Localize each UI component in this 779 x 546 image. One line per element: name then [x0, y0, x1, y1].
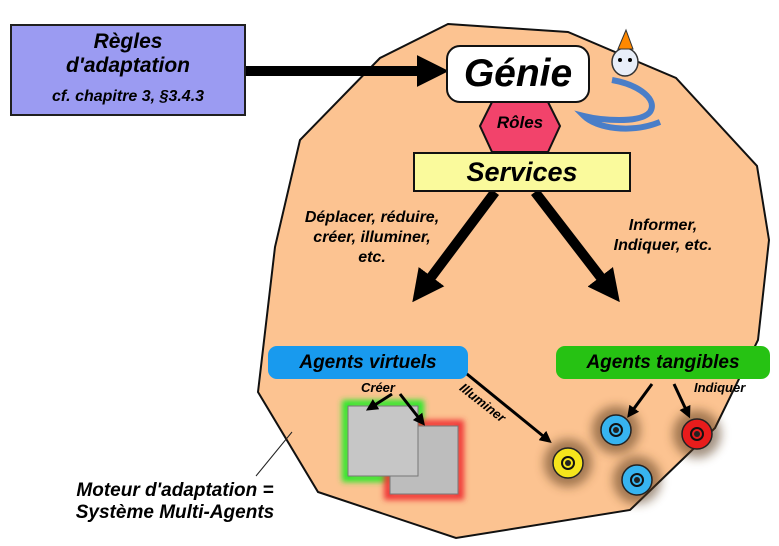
genie-mascot-icon [574, 28, 662, 132]
arrow-to-virtual-agents [412, 189, 499, 303]
create-arrow-1 [365, 392, 393, 411]
services-label: Services [466, 156, 578, 187]
virtual-agents-label: Agents virtuels [299, 351, 437, 373]
roles-label: Rôles [496, 113, 544, 132]
genie-box: Génie [446, 45, 590, 103]
rules-title-line2: d'adaptation [66, 54, 190, 77]
rules-reference: cf. chapitre 3, §3.4.3 [51, 88, 205, 105]
engine-caption: Moteur d'adaptation = Système Multi-Agen… [40, 480, 310, 524]
tangible-agents-box: Agents tangibles [556, 346, 770, 379]
caption-leader-line [255, 431, 293, 477]
caption-line2: Système Multi-Agents [75, 502, 275, 523]
rules-title-line1: Règles [93, 30, 163, 53]
virtual-actions-line3: etc. [358, 249, 386, 266]
tangible-actions-text: Informer, Indiquer, etc. [578, 216, 748, 256]
virtual-actions-text: Déplacer, réduire, créer, illuminer, etc… [276, 208, 468, 268]
tangible-agents-label: Agents tangibles [586, 351, 740, 373]
virtual-actions-line2: créer, illuminer, [313, 229, 431, 246]
tangible-actions-line1: Informer, [628, 217, 698, 234]
services-box: Services [413, 152, 631, 192]
create-label: Créer [361, 380, 395, 395]
adaptation-rules-box: Règles d'adaptation cf. chapitre 3, §3.4… [10, 24, 246, 116]
virtual-agents-box: Agents virtuels [268, 346, 468, 379]
create-arrow-2 [398, 393, 425, 426]
token-yellow [544, 439, 592, 487]
virtual-actions-line1: Déplacer, réduire, [304, 209, 440, 226]
arrow-to-tangible-agents [531, 188, 620, 303]
indicate-label: Indiquer [694, 380, 746, 395]
tangible-actions-line2: Indiquer, etc. [613, 237, 713, 254]
genie-label: Génie [463, 52, 573, 95]
token-red [673, 410, 721, 458]
token-blue-2 [613, 456, 661, 504]
token-blue-1 [592, 406, 640, 454]
illuminate-arrow [461, 368, 552, 444]
caption-line1: Moteur d'adaptation = [76, 480, 274, 501]
indicate-arrow-2 [672, 383, 691, 419]
indicate-arrow-1 [627, 383, 654, 418]
